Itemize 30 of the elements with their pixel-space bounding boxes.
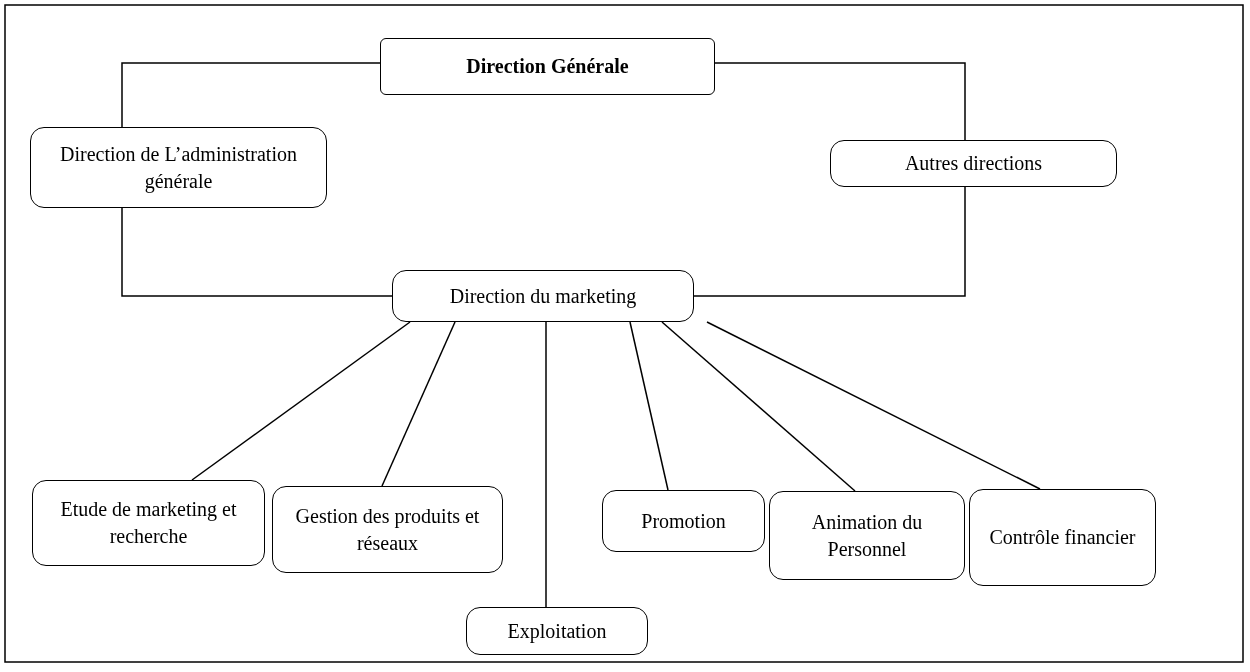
connector-line (191, 321, 411, 481)
unit-name: Etude de marketing et recherche (59, 497, 238, 549)
org-unit-box (272, 486, 503, 573)
unit-name: Contrôle financier (989, 525, 1136, 550)
unit-name: Gestion des produits et réseaux (294, 503, 481, 556)
connector-line (629, 321, 669, 491)
connector-line (545, 321, 547, 608)
connector-line (706, 321, 1041, 490)
org-unit-box (32, 480, 265, 566)
unit-name: Direction de L’administration générale (59, 141, 298, 195)
connector-line (121, 207, 393, 297)
org-unit-box (466, 607, 648, 655)
org-unit-box (969, 489, 1156, 586)
unit-name: Direction du marketing (449, 283, 637, 310)
connector-line (121, 62, 381, 128)
unit-name: Direction Générale (466, 54, 629, 79)
org-unit-box (602, 490, 765, 552)
unit-name: Exploitation (507, 618, 607, 645)
org-unit-box (769, 491, 965, 580)
connector-line (381, 321, 456, 487)
org-unit-box (830, 140, 1117, 187)
org-unit-box (30, 127, 327, 208)
connector-line (693, 186, 966, 297)
unit-name: Promotion (641, 508, 726, 534)
unit-name: Autres directions (904, 151, 1043, 176)
connector-line (661, 321, 856, 492)
org-unit-box (392, 270, 694, 322)
org-unit-box (380, 38, 715, 95)
connector-line (714, 62, 966, 141)
unit-name: Animation du Personnel (810, 509, 924, 562)
